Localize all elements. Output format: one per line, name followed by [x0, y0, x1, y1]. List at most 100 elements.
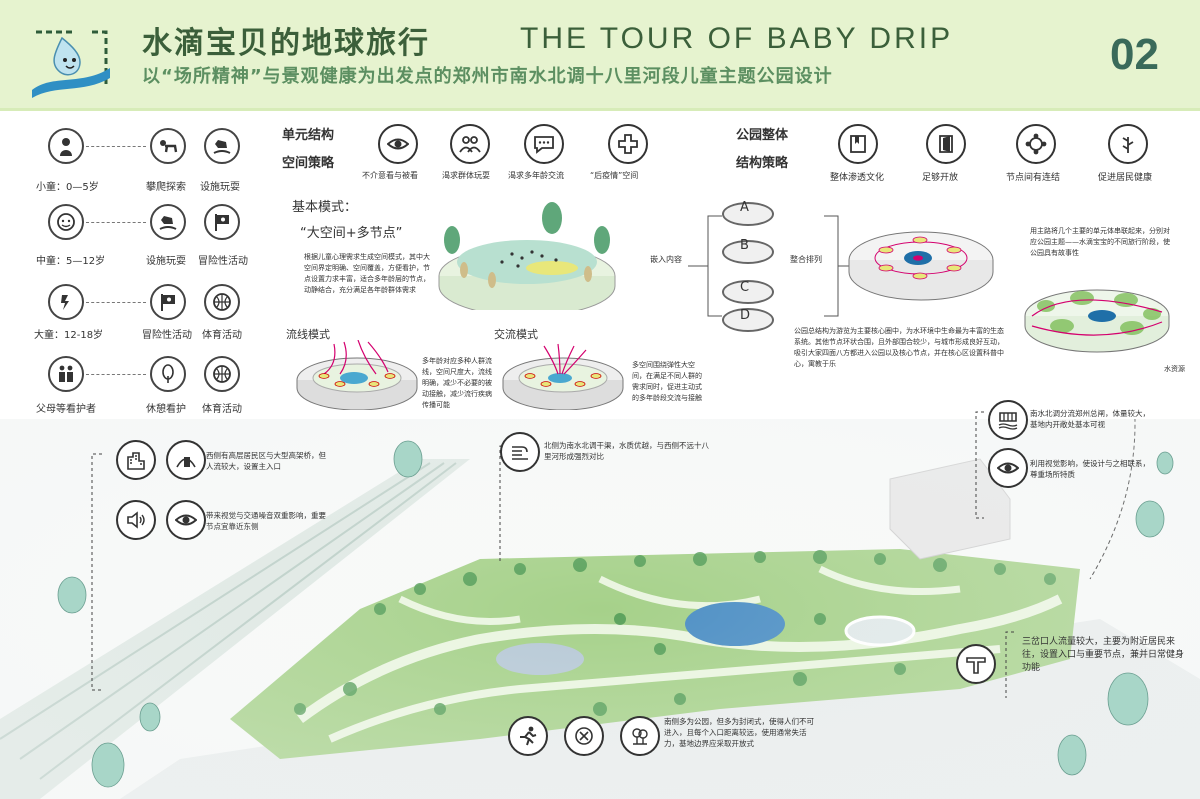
baby-drip-logo: [32, 30, 110, 98]
structure-integrated-diagram: [848, 231, 994, 301]
activity-label: 设施玩耍: [200, 182, 240, 193]
activity-label: 体育活动: [202, 330, 242, 341]
chat-icon: [524, 124, 564, 164]
header-banner: 水滴宝贝的地球旅行 THE TOUR OF BABY DRIP 以“场所精神”与…: [0, 0, 1200, 111]
west-desc-1: 西侧有高层居民区与大型高架桥，但人流较大，设置主入口: [206, 451, 326, 471]
page-title-en: THE TOUR OF BABY DRIP: [520, 22, 954, 55]
southeast-desc: 三岔口人流量较大，主要为附近居民来往，设置入口与重要节点，兼并日常健身功能: [1022, 637, 1185, 673]
east-leader-line: [975, 411, 984, 519]
strategy-label: 整体渗透文化: [830, 173, 885, 183]
unit-strategy-title: 单元结构: [282, 128, 335, 143]
strategy-label: 足够开放: [922, 173, 959, 183]
node-label: C: [740, 280, 750, 295]
node-icon: [1016, 124, 1056, 164]
west-leader-line: [91, 453, 102, 691]
node-label: A: [740, 200, 749, 215]
theme-diagram: [1024, 289, 1170, 353]
node-label: D: [740, 308, 751, 323]
arrange-label: 整合排列: [790, 255, 822, 264]
dashed-connector: [86, 222, 146, 223]
strategy-label: 促进居民健康: [1098, 173, 1153, 183]
door-icon: [926, 124, 966, 164]
structure-node-b: [722, 240, 774, 264]
basketball-icon: [204, 284, 240, 320]
sign-icon: [166, 440, 206, 480]
structure-desc: 公园总结构为游览为主要核心圈中，为水环境中生命最为丰富的生态系统。其他节点环状合…: [794, 327, 1004, 368]
basketball-icon: [204, 356, 240, 392]
strategy-label: 节点间有连结: [1006, 173, 1061, 183]
dashed-connector: [86, 146, 146, 147]
group-label: 大童：12-18岁: [34, 330, 104, 341]
south-desc: 南侧多为公园，但多为封闭式，使得人们不可进入，且每个入口距离较远，使用通常失活力…: [664, 717, 814, 748]
group-label: 父母等看护者: [36, 404, 96, 415]
activity-label: 设施玩耍: [146, 256, 186, 267]
exchange-mode-desc: 多空间围绕弹性大空间，在满足不同人群的需求同时，促进主动式的多年龄段交流与接触: [632, 361, 702, 402]
structure-node-c: [722, 280, 774, 304]
rocking-horse-icon: [204, 128, 240, 164]
strategy-label: “后疫情”空间: [590, 171, 639, 180]
basic-mode-title: 基本模式：: [292, 200, 358, 215]
structure-bracket: [688, 215, 858, 317]
park-strategy-subtitle: 结构策略: [736, 156, 789, 171]
parents-icon: [48, 356, 84, 392]
west-desc-2: 带来视觉与交通噪音双重影响，重要节点宜靠近东侧: [206, 511, 326, 531]
water-label: 水资源: [1164, 365, 1185, 373]
teen-icon: [48, 284, 84, 320]
structure-node-d: [722, 308, 774, 332]
speaker-icon: [116, 500, 156, 540]
activity-label: 休憩看护: [146, 404, 186, 415]
flag-icon: [204, 204, 240, 240]
dashed-connector: [86, 374, 146, 375]
baby-icon: [48, 128, 84, 164]
activity-label: 冒险性活动: [142, 330, 192, 341]
flow-mode-desc: 多年龄对应多种人群流线，空间尺度大，流线明确，减少不必要的被动接触，减少流行疾病…: [422, 357, 492, 409]
dam-icon: [988, 400, 1028, 440]
strategy-label: 渴求群体玩耍: [442, 171, 490, 180]
flow-mode-diagram: [296, 340, 418, 410]
user-groups: 小童：0—5岁 攀爬探索 设施玩耍 中童：5—12岁 设施玩耍 冒险性活动 大童…: [30, 128, 270, 418]
dashed-connector: [86, 302, 146, 303]
eye-icon: [378, 124, 418, 164]
exchange-mode-diagram: [502, 343, 624, 410]
crawl-icon: [150, 128, 186, 164]
group-icon: [450, 124, 490, 164]
book-icon: [838, 124, 878, 164]
exchange-mode-title: 交流模式: [494, 328, 538, 341]
page-title-cn: 水滴宝贝的地球旅行: [142, 26, 430, 61]
strategy-label: 不介意看与被看: [362, 171, 418, 180]
cross-icon: [608, 124, 648, 164]
page-subtitle: 以“场所精神”与景观健康为出发点的郑州市南水北调十八里河段儿童主题公园设计: [142, 66, 833, 87]
unit-strategy-subtitle: 空间策略: [282, 156, 335, 171]
activity-label: 攀爬探索: [146, 182, 186, 193]
east-desc-1: 南水北调分流郑州总闸，体量较大，基地内开敞处基本可视: [1030, 409, 1150, 429]
rocking-horse-icon: [150, 204, 186, 240]
flag-icon: [150, 284, 186, 320]
east-desc-2: 利用视觉影响，使设计与之相联系，尊重场所特质: [1030, 459, 1150, 479]
structure-node-a: [722, 202, 774, 226]
group-label: 中童：5—12岁: [36, 256, 106, 267]
activity-label: 冒险性活动: [198, 256, 248, 267]
basic-mode-quote: “大空间+多节点”: [300, 226, 403, 241]
leaf-icon: [1108, 124, 1148, 164]
strategy-label: 渴求多年龄交流: [508, 171, 564, 180]
eye-icon: [988, 448, 1028, 488]
tree-group-icon: [620, 716, 660, 756]
basic-mode-desc: 根据儿童心理需求生成空间模式，其中大空间界定明确、空间覆盖，方便看护，节点设置力…: [304, 253, 430, 294]
junction-icon: [956, 644, 996, 684]
runner-icon: [508, 716, 548, 756]
eye-icon: [166, 500, 206, 540]
page-number: 02: [1110, 30, 1159, 79]
flow-mode-title: 流线模式: [286, 328, 330, 341]
water-icon: [500, 432, 540, 472]
activity-label: 体育活动: [202, 404, 242, 415]
building-icon: [116, 440, 156, 480]
group-label: 小童：0—5岁: [36, 182, 99, 193]
node-label: B: [740, 238, 749, 253]
no-entry-icon: [564, 716, 604, 756]
basic-mode-diagram: [438, 202, 616, 310]
tree-icon: [150, 356, 186, 392]
embed-label: 嵌入内容: [650, 255, 682, 264]
theme-note: 用主路将几个主要的单元体串联起来，分别对应公园主题——水滴宝宝的不同旅行阶段，使…: [1030, 227, 1170, 257]
north-desc: 北侧为南水北调干渠，水质优越，与西侧不远十八里河形成强烈对比: [544, 441, 709, 461]
southeast-leader-line: [1005, 631, 1014, 698]
